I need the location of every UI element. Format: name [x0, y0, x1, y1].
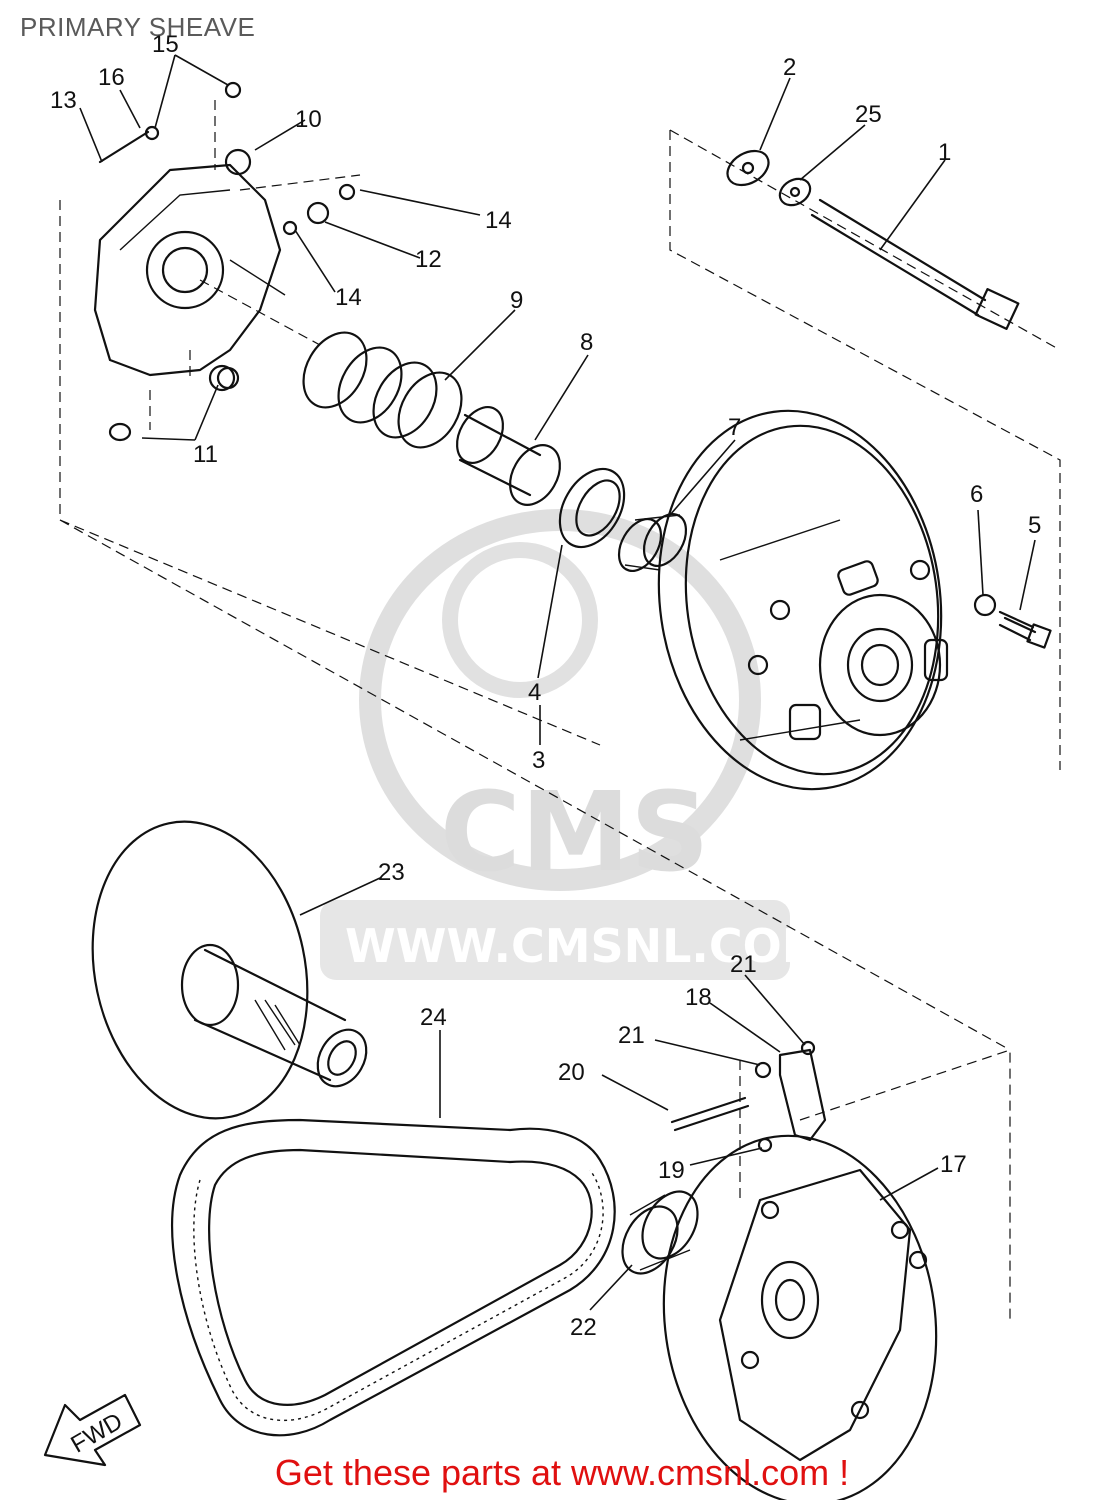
- callout-24: 24: [420, 1004, 447, 1031]
- callout-17: 17: [940, 1151, 967, 1178]
- page-title: PRIMARY SHEAVE: [20, 12, 256, 42]
- seal-part-4: [558, 467, 626, 549]
- sleeve-part-8: [455, 406, 561, 506]
- parts-link-banner[interactable]: Get these parts at www.cmsnl.com !: [274, 1452, 850, 1493]
- callout-12: 12: [415, 246, 442, 273]
- callout-labels: 1 2 3 4 5 6 7 8 9 10 11 12 13 14 14 15 1…: [50, 31, 1041, 1341]
- callout-6: 6: [970, 481, 983, 508]
- bolt-and-washers-parts-1-2-25: [726, 149, 1020, 330]
- callout-21-lower: 21: [618, 1022, 645, 1049]
- bushing-part-7: [617, 513, 688, 572]
- spring-part-9: [302, 331, 463, 449]
- callout-23: 23: [378, 859, 405, 886]
- callout-1: 1: [938, 139, 951, 166]
- callout-4: 4: [528, 679, 541, 706]
- bushing-part-22: [621, 1190, 699, 1275]
- callout-19: 19: [658, 1157, 685, 1184]
- callout-2: 2: [783, 54, 796, 81]
- weight-arm-parts-18-21: [670, 1040, 827, 1153]
- callout-25: 25: [855, 101, 882, 128]
- callout-18: 18: [685, 984, 712, 1011]
- callout-8: 8: [580, 329, 593, 356]
- callout-14-upper: 14: [485, 207, 512, 234]
- drive-belt-part-24: [171, 1118, 616, 1437]
- callout-21-upper: 21: [730, 951, 757, 978]
- callout-3: 3: [532, 747, 545, 774]
- assembly-outline: [59, 100, 1061, 1320]
- callout-7: 7: [728, 414, 741, 441]
- callout-10: 10: [295, 106, 322, 133]
- sheave-half-part-17: [662, 1134, 938, 1500]
- callout-15: 15: [152, 31, 179, 58]
- spider-hub-part-10: [93, 81, 356, 442]
- nut-and-bolt-parts-5-6: [973, 593, 1052, 649]
- watermark-logo-text: CMS: [440, 768, 709, 896]
- callout-9: 9: [510, 287, 523, 314]
- callout-20: 20: [558, 1059, 585, 1086]
- fixed-sheave-part-23: [91, 820, 368, 1120]
- leader-lines: [79, 54, 1036, 1311]
- watermark-url-text: WWW.CMSNL.COM: [345, 919, 828, 973]
- callout-22: 22: [570, 1314, 597, 1341]
- callout-11: 11: [193, 441, 218, 468]
- callout-5: 5: [1028, 512, 1041, 539]
- watermark: CMS WWW.CMSNL.COM: [320, 509, 828, 980]
- movable-sheave-part-3: [657, 409, 949, 791]
- callout-13: 13: [50, 87, 77, 114]
- callout-14-lower: 14: [335, 284, 362, 311]
- callout-16: 16: [98, 64, 125, 91]
